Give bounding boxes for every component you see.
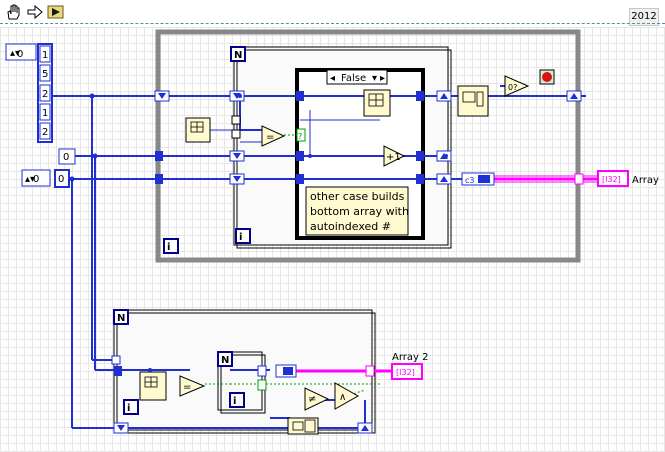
toolbar: 2012 bbox=[0, 0, 665, 27]
array-2-indicator-label: Array 2 bbox=[392, 352, 428, 363]
case-selector[interactable] bbox=[326, 69, 388, 85]
zero-constant[interactable] bbox=[58, 148, 76, 165]
array-indicator-label: Array bbox=[632, 175, 659, 186]
second-index-control[interactable] bbox=[21, 169, 51, 187]
array-element: 1 bbox=[42, 108, 48, 119]
svg-text:0?: 0? bbox=[508, 83, 517, 92]
index-array-node bbox=[185, 117, 211, 143]
array-indicator[interactable] bbox=[597, 170, 629, 187]
bottom-iteration-label: i bbox=[127, 403, 130, 414]
svg-text:c3: c3 bbox=[465, 176, 475, 185]
case-selector-right-arrow[interactable]: ▸ bbox=[380, 73, 385, 84]
inner-count-terminal bbox=[230, 46, 246, 62]
tunnel bbox=[296, 91, 304, 101]
tunnel bbox=[155, 174, 163, 184]
tunnel bbox=[574, 173, 584, 185]
array-element: 1 bbox=[42, 50, 48, 61]
integer-wires bbox=[52, 85, 586, 429]
stop-icon bbox=[542, 72, 552, 82]
bottom-count-terminal bbox=[113, 309, 129, 325]
equal-label: = bbox=[266, 132, 274, 143]
outer-while-loop[interactable] bbox=[155, 29, 581, 263]
second-value-display: 0 bbox=[58, 174, 64, 185]
inner-iteration-terminal bbox=[235, 228, 251, 244]
nested-count-label: N bbox=[221, 355, 229, 366]
arrow-icon[interactable] bbox=[25, 3, 45, 21]
toolbar-divider bbox=[0, 23, 665, 24]
array-2-indicator-glyph: [I32] bbox=[396, 368, 415, 377]
tunnel bbox=[365, 365, 375, 377]
case-note-line-3: autoindexed # bbox=[310, 220, 391, 233]
array-index-value: 0 bbox=[17, 49, 23, 60]
nested-count-terminal bbox=[217, 351, 233, 367]
case-selector-terminal bbox=[296, 128, 306, 142]
increment-node bbox=[383, 145, 406, 167]
equal-label: = bbox=[183, 382, 191, 393]
compare-node bbox=[504, 75, 530, 97]
array-indicator-glyph: [I32] bbox=[602, 175, 621, 184]
inner-iteration-label: i bbox=[239, 232, 242, 243]
run-icon[interactable] bbox=[46, 3, 66, 21]
tunnel bbox=[155, 151, 163, 161]
array-subset-node bbox=[457, 85, 489, 117]
tunnel bbox=[416, 174, 424, 184]
nested-iteration-label: i bbox=[233, 396, 236, 407]
and-node bbox=[334, 382, 360, 410]
array-element: 2 bbox=[42, 127, 48, 138]
equal-node bbox=[261, 125, 286, 147]
second-index-arrows[interactable]: ▴▾ bbox=[25, 174, 35, 185]
block-diagram-canvas[interactable]: i N i ◂ False ▾ ▸ other case builds bott… bbox=[0, 27, 665, 452]
case-note bbox=[305, 186, 409, 236]
bottom-iteration-terminal bbox=[123, 399, 139, 415]
increment-label: +1 bbox=[386, 152, 401, 163]
zero-constant-value: 0 bbox=[63, 152, 69, 163]
function-nodes: = ? +1 0? c3 bbox=[185, 69, 555, 186]
tunnel bbox=[296, 174, 304, 184]
second-value-control[interactable] bbox=[54, 169, 70, 188]
array-element: 5 bbox=[42, 69, 48, 80]
bottom-count-label: N bbox=[117, 313, 125, 324]
tunnel bbox=[416, 151, 424, 161]
case-note-line-2: bottom array with bbox=[310, 205, 409, 218]
array-index-control[interactable] bbox=[5, 43, 37, 61]
tunnel bbox=[416, 91, 424, 101]
equal-node bbox=[179, 375, 206, 397]
array-2-indicator[interactable] bbox=[391, 363, 423, 380]
case-selector-label: False bbox=[341, 73, 366, 84]
case-selector-dropdown-arrow[interactable]: ▾ bbox=[372, 73, 377, 84]
inner-count-label: N bbox=[234, 50, 242, 61]
nested-iteration-terminal bbox=[229, 392, 245, 408]
outer-iteration-terminal bbox=[163, 238, 179, 254]
array-index-arrows[interactable]: ▴▾ bbox=[10, 48, 20, 59]
version-badge: 2012 bbox=[629, 8, 659, 26]
tunnel bbox=[111, 355, 121, 365]
array-element: 2 bbox=[42, 89, 48, 100]
and-label: ∧ bbox=[339, 392, 346, 403]
tunnel bbox=[114, 366, 122, 376]
tunnel bbox=[296, 151, 304, 161]
second-index-display: 0 bbox=[33, 174, 39, 185]
not-equal-label: ≠ bbox=[308, 394, 316, 405]
index-array-node bbox=[139, 371, 167, 401]
input-array-elements: 1 5 2 1 2 bbox=[39, 45, 51, 140]
svg-text:?: ? bbox=[298, 132, 302, 141]
outer-iteration-label: i bbox=[167, 242, 170, 253]
case-selector-left-arrow[interactable]: ◂ bbox=[330, 73, 335, 84]
hand-icon[interactable] bbox=[4, 3, 24, 21]
not-equal-node bbox=[304, 387, 330, 411]
block-diagram-svg: i N i ◂ False ▾ ▸ other case builds bott… bbox=[5, 29, 659, 435]
wire-junctions bbox=[69, 93, 448, 372]
case-note-line-1: other case builds bbox=[310, 190, 405, 203]
bottom-function-nodes: = ≠ ∧ bbox=[139, 364, 360, 435]
